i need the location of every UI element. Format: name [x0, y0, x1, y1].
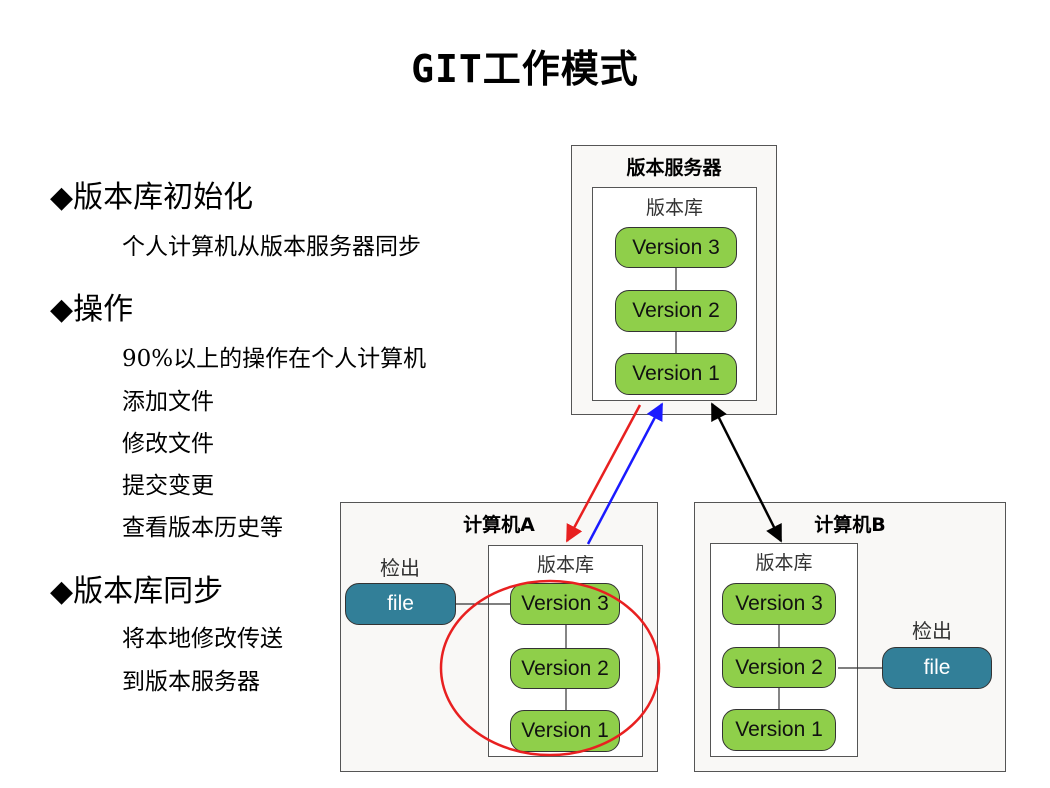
bullet-item: 修改文件: [122, 431, 214, 457]
diamond-bullet-icon: ◆: [50, 292, 74, 327]
bullet-item: 到版本服务器: [122, 669, 260, 695]
server-version-2: Version 2: [615, 290, 737, 332]
computer-a-title: 计算机A: [463, 514, 535, 536]
bullet-heading-repo-init: ◆版本库初始化: [50, 180, 253, 216]
computer-b-checkout-label: 检出: [912, 619, 952, 643]
bullet-item: 个人计算机从版本服务器同步: [122, 234, 421, 260]
bullet-item: 90%以上的操作在个人计算机: [122, 346, 427, 372]
computer-a-version-3: Version 3: [510, 583, 620, 625]
bullet-item: 查看版本历史等: [122, 515, 283, 541]
server-title: 版本服务器: [626, 157, 722, 179]
push-arrow: [586, 402, 664, 545]
computer-b-repo-label: 版本库: [755, 552, 813, 574]
diamond-bullet-icon: ◆: [50, 180, 74, 215]
bullet-heading-label: 版本库同步: [73, 574, 224, 609]
server-version-1: Version 1: [615, 353, 737, 395]
bullet-item: 提交变更: [122, 473, 214, 499]
server-repo-label: 版本库: [645, 197, 703, 219]
computer-b-version-1: Version 1: [722, 709, 836, 751]
pull-arrow: [565, 404, 642, 543]
computer-a-version-1: Version 1: [510, 710, 620, 752]
computer-b-version-3: Version 3: [722, 583, 836, 625]
computer-a-version-2: Version 2: [510, 648, 620, 689]
bullet-heading-label: 版本库初始化: [73, 180, 254, 215]
sync-arrow: [710, 402, 783, 543]
computer-a-file: file: [345, 583, 456, 625]
bullet-heading-repo-sync: ◆版本库同步: [50, 574, 223, 610]
bullet-item: 添加文件: [122, 389, 214, 415]
computer-b-version-2: Version 2: [722, 647, 836, 688]
server-version-3: Version 3: [615, 227, 737, 268]
computer-b-file: file: [882, 647, 992, 689]
bullet-heading-operations: ◆操作: [50, 292, 133, 328]
computer-b-title: 计算机B: [814, 514, 886, 536]
diamond-bullet-icon: ◆: [50, 574, 74, 609]
bullet-item: 将本地修改传送: [122, 626, 283, 652]
computer-a-repo-label: 版本库: [536, 554, 594, 576]
bullet-heading-label: 操作: [73, 292, 134, 327]
page-title: GIT工作模式: [411, 47, 639, 91]
computer-a-checkout-label: 检出: [380, 556, 420, 580]
